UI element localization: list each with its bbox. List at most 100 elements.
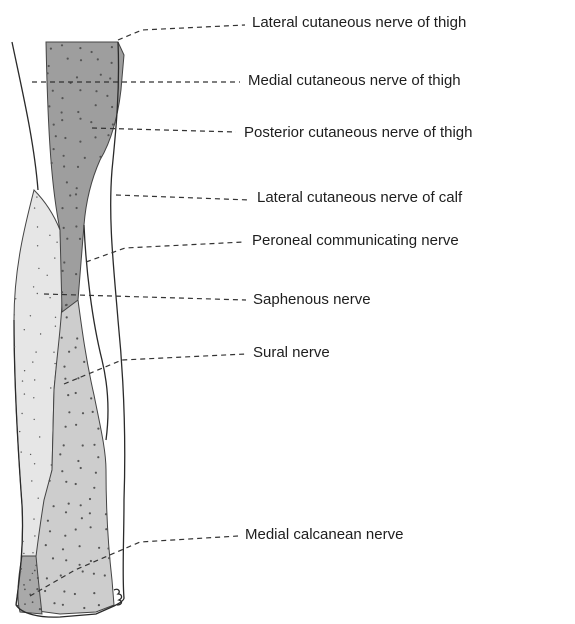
stipple-dot <box>112 123 114 125</box>
stipple-dot <box>77 111 79 113</box>
stipple-dot <box>80 504 82 506</box>
stipple-dot <box>32 361 33 362</box>
stipple-dot <box>90 121 92 123</box>
stipple-dot <box>79 545 81 547</box>
stipple-dot <box>65 511 67 513</box>
stipple-dot <box>109 77 111 79</box>
stipple-dot <box>61 207 63 209</box>
stipple-dot <box>93 444 95 446</box>
stipple-dot <box>77 377 79 379</box>
stipple-dot <box>34 419 35 420</box>
stipple-dot <box>14 314 15 315</box>
stipple-dot <box>35 351 36 352</box>
stipple-dot <box>55 135 57 137</box>
stipple-dot <box>37 226 38 227</box>
stipple-dot <box>53 124 55 126</box>
stipple-dot <box>24 370 25 371</box>
stipple-dot <box>34 379 35 380</box>
label-posterior-cutaneous-thigh: Posterior cutaneous nerve of thigh <box>244 124 472 142</box>
stipple-dot <box>93 592 95 594</box>
stipple-dot <box>98 547 100 549</box>
stipple-dot <box>91 51 93 53</box>
stipple-dot <box>75 483 77 485</box>
stipple-dot <box>66 238 68 240</box>
stipple-dot <box>22 380 23 381</box>
stipple-dot <box>79 238 81 240</box>
stipple-dot <box>76 187 78 189</box>
stipple-dot <box>67 58 69 60</box>
stipple-dot <box>23 584 25 586</box>
stipple-dot <box>34 570 36 572</box>
stipple-dot <box>48 65 50 67</box>
stipple-dot <box>62 548 64 550</box>
stipple-dot <box>54 363 55 364</box>
stipple-dot <box>33 397 34 398</box>
stipple-dot <box>76 337 78 339</box>
stipple-dot <box>32 552 33 553</box>
stipple-dot <box>66 304 68 306</box>
stipple-dot <box>111 62 113 64</box>
stipple-dot <box>39 436 40 437</box>
stipple-dot <box>97 58 99 60</box>
stipple-dot <box>65 426 67 428</box>
stipple-dot <box>21 413 22 414</box>
stipple-dot <box>36 588 38 590</box>
stipple-dot <box>106 95 108 97</box>
label-saphenous: Saphenous nerve <box>253 291 371 309</box>
stipple-dot <box>68 503 70 505</box>
stipple-dot <box>75 273 77 275</box>
label-lateral-cutaneous-thigh: Lateral cutaneous nerve of thigh <box>252 14 466 32</box>
stipple-dot <box>77 460 79 462</box>
stipple-dot <box>100 74 102 76</box>
stipple-dot <box>81 517 83 519</box>
stipple-dot <box>107 134 109 136</box>
stipple-dot <box>65 481 67 483</box>
stipple-dot <box>66 181 68 183</box>
label-peroneal-communicating: Peroneal communicating nerve <box>252 232 459 250</box>
stipple-dot <box>83 361 85 363</box>
stipple-dot <box>79 47 81 49</box>
stipple-dot <box>68 411 70 413</box>
stipple-dot <box>39 608 41 610</box>
stipple-dot <box>14 346 15 347</box>
stipple-dot <box>22 541 23 542</box>
stipple-dot <box>34 535 35 536</box>
stipple-dot <box>75 225 77 227</box>
stipple-dot <box>61 119 63 121</box>
label-sural: Sural nerve <box>253 344 330 362</box>
leader-lateral-cutaneous-calf <box>116 195 250 200</box>
stipple-dot <box>34 207 35 208</box>
stipple-dot <box>68 351 70 353</box>
label-medial-calcanean: Medial calcanean nerve <box>245 526 403 544</box>
stipple-dot <box>44 590 46 592</box>
stipple-dot <box>20 568 22 570</box>
stipple-dot <box>36 196 37 197</box>
stipple-dot <box>108 557 110 559</box>
stipple-dot <box>45 544 47 546</box>
stipple-dot <box>61 337 63 339</box>
stipple-dot <box>48 105 50 107</box>
stipple-dot <box>49 297 50 298</box>
stipple-dot <box>47 520 49 522</box>
stipple-dot <box>95 472 97 474</box>
stipple-dot <box>82 444 84 446</box>
stipple-dot <box>15 298 16 299</box>
stipple-dot <box>83 607 85 609</box>
stipple-dot <box>24 589 26 591</box>
leader-peroneal-communicating <box>86 242 244 262</box>
stipple-dot <box>63 165 65 167</box>
stipple-dot <box>35 565 37 567</box>
stipple-dot <box>76 207 78 209</box>
stipple-dot <box>97 428 99 430</box>
stipple-dot <box>52 557 54 559</box>
stipple-dot <box>79 564 81 566</box>
stipple-dot <box>31 480 32 481</box>
leader-lateral-cutaneous-thigh <box>118 25 245 40</box>
stipple-dot <box>50 387 51 388</box>
stipple-dot <box>49 530 51 532</box>
stipple-dot <box>61 291 63 293</box>
leader-sural <box>64 354 246 384</box>
stipple-dot <box>63 366 65 368</box>
stipple-dot <box>105 513 107 515</box>
stipple-dot <box>79 141 81 143</box>
